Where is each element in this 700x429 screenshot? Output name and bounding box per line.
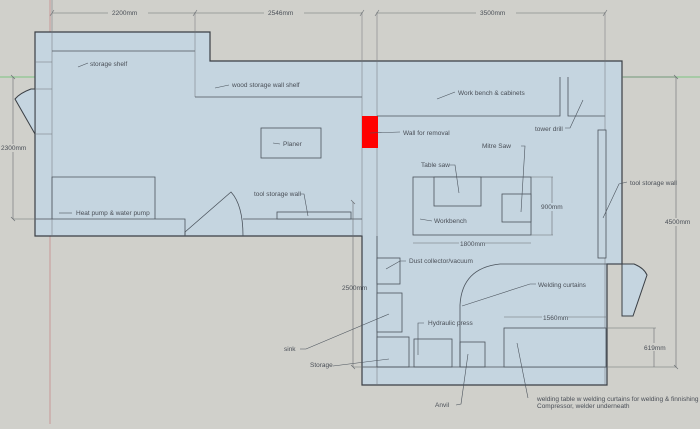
leader	[419, 218, 433, 222]
label-tower-drill: tower drill	[535, 126, 563, 133]
label-mitre-saw: Mitre Saw	[482, 143, 511, 150]
dim-top-middle: 2546mm	[268, 10, 293, 17]
dim-bg	[264, 9, 304, 17]
dimension-ticks	[49, 9, 608, 17]
dim-bg	[542, 313, 568, 321]
label-planer: Planer	[283, 141, 303, 148]
door-swing	[184, 191, 244, 237]
label-wall-removal: Wall for removal	[403, 130, 450, 137]
dim-bg	[459, 239, 485, 247]
leader	[300, 313, 390, 350]
dim-top-right: 3500mm	[480, 10, 505, 17]
planer	[260, 127, 322, 159]
leader	[516, 342, 529, 399]
dim-bg	[476, 9, 516, 17]
dimension-ticks	[350, 199, 356, 370]
dim-bg	[540, 203, 564, 211]
welding-curtains	[459, 263, 622, 367]
dim-bg	[108, 9, 148, 17]
leader	[565, 99, 584, 129]
label-workbench: Workbench	[434, 218, 467, 225]
wall-for-removal	[362, 116, 378, 148]
work-bench-cabinets	[377, 77, 561, 117]
leader	[77, 62, 89, 68]
hydraulic-press	[413, 338, 453, 368]
dim-welding-depth: 619mm	[644, 345, 666, 352]
leader	[369, 131, 401, 134]
label-storage-shelf: storage shelf	[90, 61, 127, 68]
sink	[376, 292, 403, 333]
label-sink: sink	[284, 346, 296, 353]
anvil	[459, 341, 486, 368]
lower-left-wall	[35, 218, 186, 236]
leader	[272, 142, 281, 145]
label-heat-pump: Heat pump & water pump	[76, 210, 150, 217]
leader	[417, 322, 424, 355]
dim-workbench-depth: 900mm	[541, 204, 563, 211]
tower-drill-area	[567, 77, 605, 117]
leader	[450, 164, 460, 194]
label-work-bench-cabinets: Work bench & cabinets	[458, 90, 525, 97]
storage	[376, 336, 410, 368]
label-wood-storage: wood storage wall shelf	[231, 82, 300, 89]
dim-bg	[643, 343, 667, 351]
label-tool-storage-right: tool storage wall	[630, 180, 678, 187]
label-tool-storage-left: tool storage wall	[254, 191, 302, 198]
welding-table	[503, 327, 607, 368]
dust-collector	[376, 257, 401, 285]
dim-welding-width: 1560mm	[543, 315, 568, 322]
label-welding-curtains: Welding curtains	[538, 282, 587, 289]
mitre-saw	[501, 193, 532, 223]
dim-right-height: 4500mm	[665, 219, 690, 226]
dimension-ticks	[10, 74, 16, 222]
dimension-ticks	[673, 74, 679, 370]
dim-workbench-width: 1800mm	[460, 241, 485, 248]
dim-lower-height: 2500mm	[342, 285, 367, 292]
leader	[455, 353, 469, 406]
leader	[520, 145, 526, 213]
tool-storage-wall-right	[597, 129, 607, 259]
leader	[602, 181, 628, 219]
leader	[436, 91, 456, 100]
leader	[214, 84, 230, 89]
dim-bg	[663, 218, 693, 226]
tool-storage-wall-left	[276, 211, 352, 220]
leader	[461, 283, 536, 307]
label-dust-collector: Dust collector/vacuum	[409, 258, 473, 265]
leader	[385, 260, 406, 270]
dim-top-left: 2200mm	[112, 10, 137, 17]
dim-left-height: 2300mm	[1, 145, 26, 152]
leader	[332, 358, 390, 367]
welding-curtain-bump	[621, 263, 648, 317]
label-welding-table-1: welding table w welding curtains for wel…	[536, 396, 699, 403]
left-bump	[14, 88, 36, 136]
label-welding-table-2: Compressor, welder underneath	[537, 403, 630, 410]
label-anvil: Anvil	[435, 402, 450, 409]
label-storage: Storage	[310, 362, 333, 369]
label-hydraulic-press: Hydraulic press	[428, 320, 474, 327]
label-table-saw: Table saw	[421, 162, 450, 169]
leader	[300, 193, 309, 217]
heat-pump	[51, 176, 156, 219]
dim-bg	[0, 144, 26, 152]
